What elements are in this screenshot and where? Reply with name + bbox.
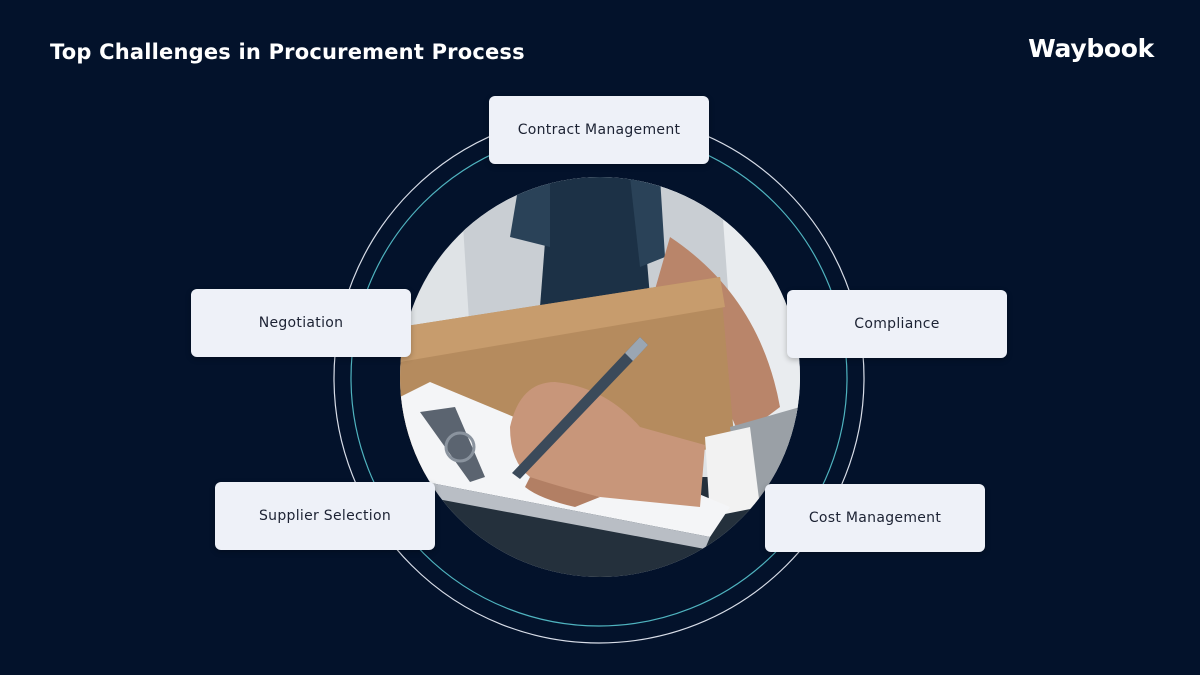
challenge-negotiation: Negotiation [191, 289, 411, 357]
waybook-logo: Waybook [1028, 34, 1154, 63]
challenge-compliance: Compliance [787, 290, 1007, 358]
challenge-contract-management: Contract Management [489, 96, 709, 164]
challenge-cost-management: Cost Management [765, 484, 985, 552]
challenge-supplier-selection: Supplier Selection [215, 482, 435, 550]
page-title: Top Challenges in Procurement Process [50, 40, 525, 64]
center-photo [400, 177, 800, 577]
